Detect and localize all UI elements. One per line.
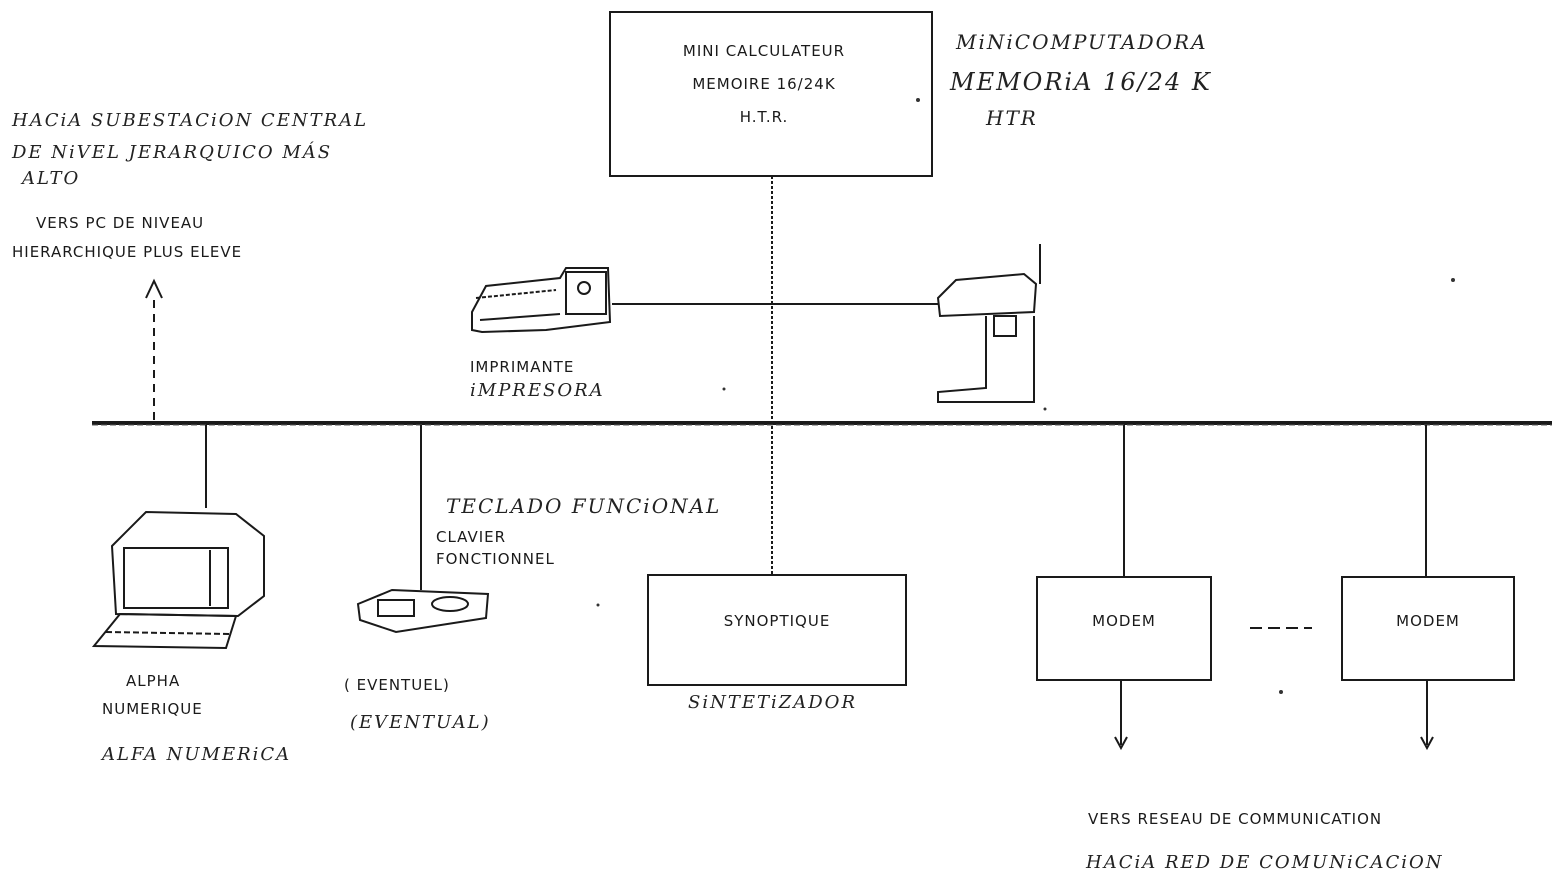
keyboard-label-es: TECLADO FUNCiONAL bbox=[446, 494, 721, 518]
mini-computer-memory-es: MEMORiA 16/24 K bbox=[950, 68, 1212, 96]
mini-computer-title: MINI CALCULATEUR bbox=[683, 42, 845, 60]
keyboard-label-line-2: FONCTIONNEL bbox=[436, 550, 555, 568]
uplink-es-line-2: DE NiVEL JERARQUICO MÁS bbox=[12, 142, 332, 163]
synoptic-label: SYNOPTIQUE bbox=[724, 612, 831, 630]
printer-label: IMPRIMANTE bbox=[470, 358, 574, 376]
keyboard-label-line-1: CLAVIER bbox=[436, 528, 506, 546]
mini-computer-memory: MEMOIRE 16/24K bbox=[692, 75, 835, 93]
synoptic-label-es: SiNTETiZADOR bbox=[688, 692, 857, 713]
uplink-fr-line-2: HIERARCHIQUE PLUS ELEVE bbox=[12, 243, 242, 261]
mini-computer-htr: H.T.R. bbox=[740, 108, 789, 126]
keyboard-optional-fr: ( EVENTUEL) bbox=[344, 676, 450, 694]
uplink-es-line-3: ALTO bbox=[22, 168, 80, 189]
mini-computer-title-es: MiNiCOMPUTADORA bbox=[956, 30, 1208, 54]
uplink-fr-line-1: VERS PC DE NIVEAU bbox=[36, 214, 204, 232]
uplink-es-line-1: HACiA SUBESTACiON CENTRAL bbox=[12, 110, 368, 131]
modem-1-label: MODEM bbox=[1092, 612, 1156, 630]
network-label-es: HACiA RED DE COMUNiCACiON bbox=[1086, 852, 1444, 873]
terminal-label-line-1: ALPHA bbox=[126, 672, 180, 690]
modem-2-label: MODEM bbox=[1396, 612, 1460, 630]
keyboard-optional-es: (EVENTUAL) bbox=[350, 712, 491, 733]
printer-label-es: iMPRESORA bbox=[470, 380, 605, 401]
terminal-label-es: ALFA NUMERiCA bbox=[102, 744, 291, 765]
mini-computer-htr-es: HTR bbox=[986, 106, 1038, 130]
terminal-label-line-2: NUMERIQUE bbox=[102, 700, 203, 718]
network-label-fr: VERS RESEAU DE COMMUNICATION bbox=[1088, 810, 1382, 828]
